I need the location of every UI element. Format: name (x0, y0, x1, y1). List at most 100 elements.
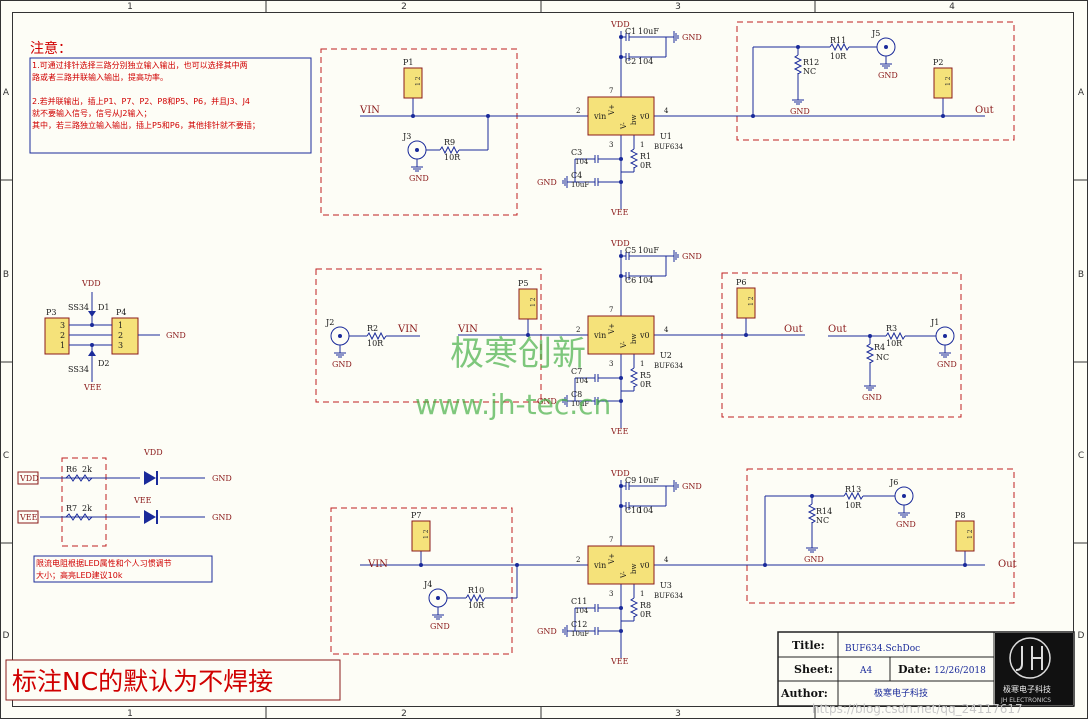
vin-ch1: VIN (359, 105, 380, 116)
pin-vin-ch3: vin (593, 561, 606, 570)
svg-text:1 2: 1 2 (530, 297, 537, 307)
pin7-ch2: 7 (609, 306, 613, 314)
svg-text:1 2: 1 2 (415, 76, 422, 86)
title-block: Title: BUF634.SchDoc Sheet: A4 Date: 12/… (777, 631, 1075, 716)
pin-bw-ch1: bw (630, 115, 638, 125)
note-line-2: 路或者三路并联输入输出，提高功率。 (32, 72, 168, 82)
gnd-j6: GND (896, 520, 916, 529)
date-label: Date: (898, 663, 931, 676)
r11: R11 (830, 36, 846, 45)
r2-val: 10R (367, 339, 384, 348)
col-label-1: 1 (127, 2, 133, 12)
r13-val: 10R (845, 501, 862, 510)
cd-ch1: C4 (571, 171, 582, 180)
d2-value: SS34 (68, 365, 89, 374)
r12-nc: NC (803, 67, 816, 76)
sheet-value: A4 (859, 666, 872, 676)
vee-ch1: VEE (610, 208, 629, 217)
r7-value: 2k (82, 504, 92, 513)
svg-text:1 2: 1 2 (945, 76, 952, 86)
cb-val-ch1: 104 (638, 57, 653, 66)
rbw-ch3: R8 (640, 601, 651, 610)
pin2-ch1: 2 (576, 107, 580, 115)
r6-value: 2k (82, 465, 92, 474)
gnd-bot-ch3: GND (537, 627, 557, 636)
r7-label: R7 (66, 504, 77, 513)
pin7-ch3: 7 (609, 536, 613, 544)
col-label-4: 4 (949, 2, 955, 12)
author-label: Author: (780, 687, 828, 700)
p4-pin-1: 1 (118, 321, 123, 330)
col-label-2-bottom: 2 (401, 709, 407, 719)
p3-label: P3 (46, 308, 56, 317)
header-p6-label: P6 (736, 278, 746, 287)
date-value: 12/26/2018 (934, 666, 986, 676)
d1-label: D1 (98, 303, 110, 312)
p3-pin-3: 3 (60, 321, 65, 330)
header-p1 (403, 67, 423, 99)
row-label-d: D (3, 631, 10, 641)
pin-v0-ch1: v0 (639, 112, 650, 121)
pin-v0-ch3: v0 (639, 561, 650, 570)
gnd-r4: GND (862, 393, 882, 402)
buf634-ch2 (587, 315, 655, 355)
pin4-ch3: 4 (664, 556, 669, 564)
col-label-1-bottom: 1 (127, 709, 133, 719)
out-ch3: Out (998, 559, 1017, 570)
bnc-j1 (935, 326, 955, 346)
ca-ch1: C1 (625, 27, 636, 36)
cb-ch2: C6 (625, 276, 636, 285)
nc-note: 标注NC的默认为不焊接 (5, 659, 341, 701)
gnd-j2: GND (332, 360, 352, 369)
header-p2 (933, 67, 953, 99)
cd-ch3: C12 (571, 620, 587, 629)
vdd-ch2: VDD (610, 239, 630, 248)
r14: R14 (816, 507, 832, 516)
gnd-bot-ch1: GND (537, 178, 557, 187)
r12: R12 (803, 58, 819, 67)
cc-val-ch1: 104 (575, 158, 589, 166)
header-p2-label: P2 (933, 58, 943, 67)
ca-ch2: C5 (625, 246, 636, 255)
note-line-4: 2.若并联输出，插上P1、P7、P2、P8和P5、P6，并且J3、J4 (32, 96, 250, 106)
channel-boxes (61, 21, 1015, 655)
u-label-ch1: U1 (660, 132, 672, 141)
logo-mark (1009, 637, 1051, 679)
rbw-val-ch2: 0R (640, 380, 652, 389)
pin2-ch3: 2 (576, 556, 580, 564)
led-indicator-block: R6 2k R7 2k VDD VEE VDD VEE GND GND 限流电阻… (17, 448, 232, 583)
gnd-top-ch1: GND (682, 33, 702, 42)
gnd-r14: GND (804, 555, 824, 564)
buf634-ch3 (587, 545, 655, 585)
pin-vplus-ch1: V+ (608, 104, 616, 116)
pin3-ch3: 3 (609, 590, 613, 598)
u-value-ch1: BUF634 (654, 143, 684, 151)
out-ch2-a: Out (784, 324, 803, 335)
out-ch2-b: Out (828, 324, 847, 335)
r9: R9 (444, 138, 455, 147)
pin-vplus-ch3: V+ (608, 553, 616, 565)
r10: R10 (468, 586, 484, 595)
p3-pin-1: 1 (60, 341, 65, 350)
title-value: BUF634.SchDoc (845, 644, 920, 654)
header-p1-label: P1 (403, 58, 413, 67)
gnd-j5: GND (878, 71, 898, 80)
vin-ch2-a: VIN (397, 324, 418, 335)
rbw-ch1: R1 (640, 152, 651, 161)
blog-watermark: https://blog.csdn.net/qq_24117617 (812, 702, 1023, 716)
led-vdd-port: VDD (19, 474, 39, 483)
pin-vplus-ch2: V+ (608, 323, 616, 335)
rbw-val-ch1: 0R (640, 161, 652, 170)
p4-pin-3: 3 (118, 341, 123, 350)
pin3-ch2: 3 (609, 360, 613, 368)
bnc-j2 (330, 326, 350, 346)
bnc-j1-label: J1 (930, 318, 939, 327)
power-gnd-label: GND (166, 331, 186, 340)
vee-ch3: VEE (610, 657, 629, 666)
bnc-j5-label: J5 (871, 29, 880, 38)
bnc-j4-label: J4 (423, 580, 432, 589)
r10-val: 10R (468, 601, 485, 610)
row-label-a-right: A (1078, 88, 1085, 98)
r9-val: 10R (444, 153, 461, 162)
